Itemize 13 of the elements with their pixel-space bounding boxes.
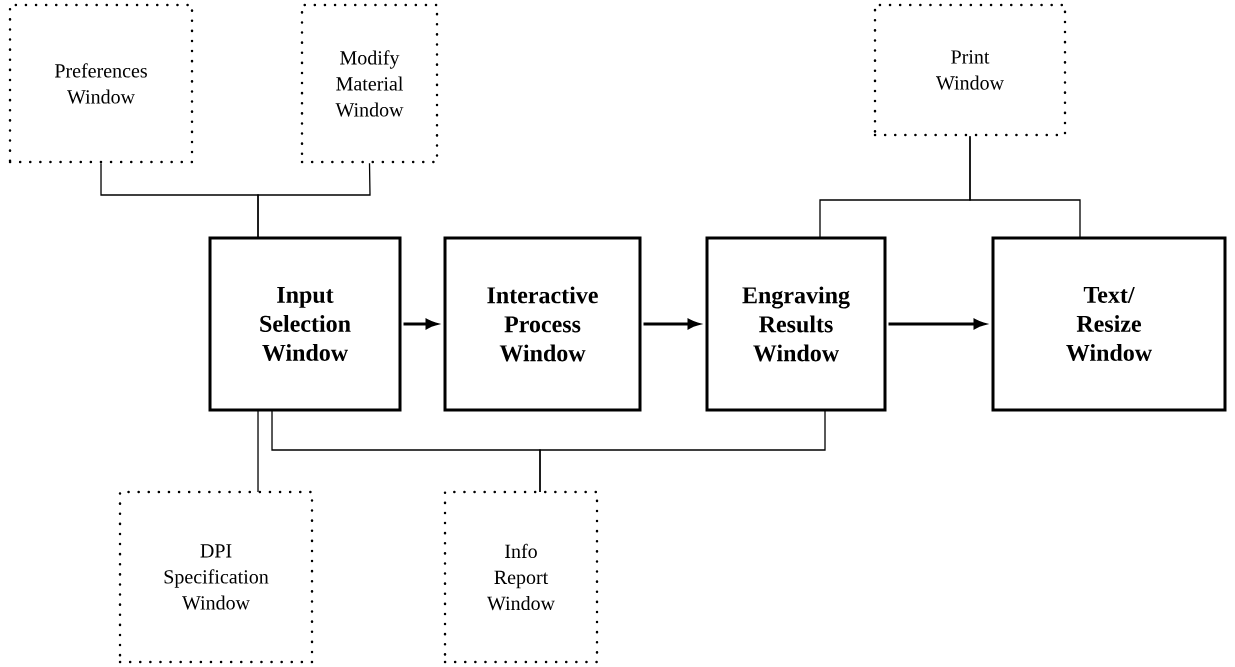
connector-line [257, 162, 371, 239]
dotted-window-box: Print Window [873, 3, 1067, 137]
window-box: Engraving Results Window [705, 236, 887, 412]
window-box: Input Selection Window [208, 236, 402, 412]
dotted-window-box: DPI Specification Window [118, 490, 314, 664]
dotted-window-box: Preferences Window [8, 3, 194, 164]
dotted-window-box: Modify Material Window [300, 3, 439, 164]
window-box: Interactive Process Window [443, 236, 642, 412]
dotted-window-box: Info Report Window [443, 490, 599, 664]
connector-line [539, 409, 826, 493]
window-box: Text/ Resize Window [991, 236, 1227, 412]
connector-line [969, 135, 1081, 239]
connector-line [257, 409, 259, 493]
